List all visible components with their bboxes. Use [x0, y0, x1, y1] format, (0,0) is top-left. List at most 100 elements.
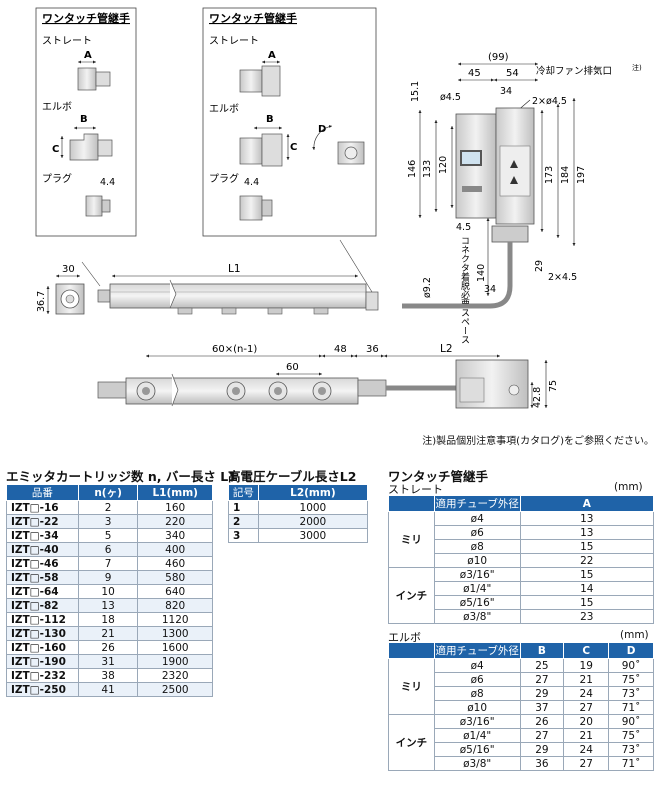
count-cell: 38	[77, 668, 139, 683]
fitting-box-right-title: ワンタッチ管継手	[209, 11, 297, 25]
model-cell: IZT□-34	[6, 528, 79, 543]
fitting-box-right: ワンタッチ管継手 ストレート A エルボ B C D プラグ 4.4	[202, 7, 377, 237]
cable-col-code: 記号	[228, 484, 259, 501]
dimension-cell: 15	[519, 595, 655, 610]
dimension-cell: 21	[563, 728, 610, 743]
dim-29: 29	[534, 260, 545, 272]
dim-146: 146	[407, 160, 418, 178]
length-cell: 820	[137, 598, 213, 613]
fitting-box-left: ワンタッチ管継手 ストレート A エルボ B C プラグ 4.4	[35, 7, 137, 237]
dim-48: 48	[334, 344, 347, 355]
dim-a-left: A	[84, 50, 92, 61]
length-cell: 1900	[137, 654, 213, 669]
length-cell: 1600	[137, 640, 213, 655]
dimension-cell: 75˚	[608, 728, 654, 743]
dimension-cell: 37	[519, 700, 565, 715]
count-cell: 3	[77, 514, 139, 529]
elbow-label-right: エルボ	[209, 103, 239, 115]
dimension-cell: 27	[563, 700, 610, 715]
elbow-col-tube: 適用チューブ外径	[433, 642, 521, 659]
emitter-col-l1: L1(mm)	[137, 484, 213, 501]
plug-fitting-left	[85, 195, 111, 217]
tube-cell: ø4	[433, 511, 521, 526]
length-cell: 2320	[137, 668, 213, 683]
dim-54: 54	[506, 68, 519, 79]
dimension-cell: 13	[519, 511, 655, 526]
tube-cell: ø5/16"	[433, 742, 521, 757]
elbow-table-unit: (mm)	[620, 629, 649, 641]
dim-30: 30	[62, 264, 75, 275]
tube-cell: ø6	[433, 672, 521, 687]
count-cell: 2	[77, 500, 139, 515]
dim-140: 140	[476, 264, 487, 282]
dim-133: 133	[422, 160, 433, 178]
tube-cell: ø5/16"	[433, 595, 521, 610]
dimension-cell: 71˚	[608, 700, 654, 715]
tube-cell: ø4	[433, 658, 521, 673]
hole-right: 2×ø4.5	[532, 96, 567, 107]
model-cell: IZT□-112	[6, 612, 79, 627]
dimension-cell: 27	[563, 756, 610, 771]
length-cell: 1120	[137, 612, 213, 627]
dim-45: 45	[468, 68, 481, 79]
count-cell: 41	[77, 682, 139, 697]
count-cell: 21	[77, 626, 139, 641]
dim-c-right: C	[290, 142, 297, 153]
emitter-col-model: 品番	[6, 484, 79, 501]
dimension-cell: 36	[519, 756, 565, 771]
tube-cell: ø10	[433, 700, 521, 715]
bar-body	[109, 283, 367, 309]
dim-184: 184	[560, 166, 571, 184]
length-cell: 2500	[137, 682, 213, 697]
dim-b-left: B	[80, 114, 88, 125]
elbow-label-left: エルボ	[42, 101, 72, 113]
code-cell: 2	[228, 514, 259, 529]
group-cell: ミリ	[388, 511, 435, 568]
straight-table-unit: (mm)	[614, 481, 643, 493]
dimension-cell: 23	[519, 609, 655, 624]
model-cell: IZT□-232	[6, 668, 79, 683]
plug-label-right: プラグ	[209, 172, 239, 185]
front-view: 60×(n-1) 48 36 L2 60 75 42.8	[97, 343, 559, 409]
elbow-table-label: エルボ	[388, 631, 421, 644]
straight-col-tube: 適用チューブ外径	[433, 495, 521, 512]
dim-36-7: 36.7	[36, 291, 47, 312]
count-cell: 18	[77, 612, 139, 627]
tube-cell: ø3/16"	[433, 567, 521, 582]
count-cell: 26	[77, 640, 139, 655]
dimension-cell: 13	[519, 525, 655, 540]
bar-top-view: 30 36.7 L1	[36, 239, 379, 315]
count-cell: 13	[77, 598, 139, 613]
tube-cell: ø10	[433, 553, 521, 568]
dimension-cell: 15	[519, 567, 655, 582]
tube-cell: ø8	[433, 686, 521, 701]
fitting-box-left-title: ワンタッチ管継手	[42, 11, 130, 25]
slot-2x4-5: 2×4.5	[548, 272, 577, 283]
tube-cell: ø6	[433, 525, 521, 540]
dimension-cell: 14	[519, 581, 655, 596]
model-cell: IZT□-130	[6, 626, 79, 641]
straight-fitting-right	[239, 65, 281, 97]
length-cell: 160	[137, 500, 213, 515]
dim-36: 36	[366, 344, 379, 355]
dim-l2: L2	[440, 343, 453, 355]
